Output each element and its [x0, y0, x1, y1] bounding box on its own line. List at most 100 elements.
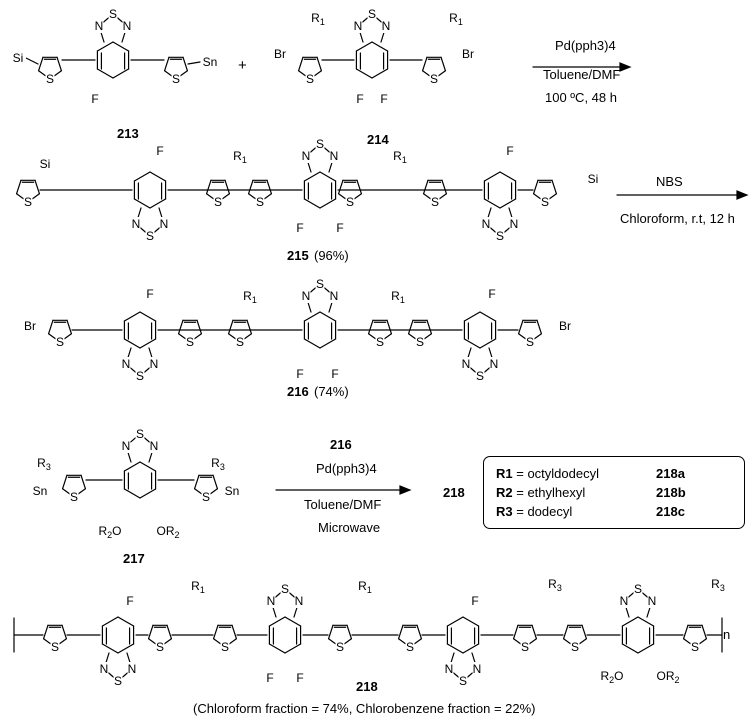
thiophene-218-b-s-atom-bg	[155, 640, 165, 654]
or2-label: OR2	[156, 524, 179, 540]
btd-216-right-s-atom: S	[476, 369, 484, 383]
thiophene-215-a-s-atom-bg	[23, 195, 33, 209]
fraction-note: (Chloroform fraction = 74%, Chlorobenzen…	[193, 701, 536, 716]
thiophene-216-b-s-atom-bg	[185, 335, 195, 349]
thiophene-218-e-s-atom-bg	[405, 640, 415, 654]
btd-215-center-s-atom-bg	[315, 137, 325, 151]
thiophene-218-b-s-atom: S	[156, 640, 164, 654]
btd-216-right-n-atom-bg	[489, 357, 499, 371]
btd-213-n-atom: N	[95, 19, 104, 33]
btd-217-s-atom-bg	[135, 427, 145, 441]
btd-218-a-n-atom-bg	[99, 662, 109, 676]
r1-label-bg	[390, 289, 406, 303]
btd-216-right	[479, 311, 497, 322]
thiophene-214-left	[297, 56, 304, 72]
btd-218-a	[117, 643, 135, 654]
btd-214-n-atom: N	[354, 19, 363, 33]
thiophene-214-right	[440, 56, 447, 72]
compound-217-label: 217	[123, 551, 145, 566]
btd-217	[123, 488, 141, 499]
f-atom-bg	[155, 144, 165, 158]
compound-213-label: 213	[117, 126, 139, 141]
thiophene-213-left-s-atom: S	[46, 72, 54, 86]
step4-solvent: Toluene/DMF	[304, 497, 382, 512]
f-atom-bg	[355, 92, 365, 106]
btd-216-center-n-atom: N	[330, 289, 339, 303]
f-atom-bg	[145, 287, 155, 301]
btd-214	[371, 68, 389, 79]
br-atom-bg	[460, 47, 476, 61]
sn-atom: Sn	[225, 484, 240, 498]
btd-215-left-n-atom: N	[160, 217, 169, 231]
si-atom: Si	[13, 51, 24, 65]
btd-216-left-n-atom-bg	[121, 357, 131, 371]
btd-216-right	[463, 338, 481, 349]
si-atom: Si	[588, 172, 599, 186]
thiophene-218-c	[231, 624, 238, 640]
f-atom: F	[266, 671, 273, 685]
btd-218-d-n-atom-bg	[619, 594, 629, 608]
sn-atom-bg	[224, 484, 240, 498]
thiophene-215-f	[532, 179, 539, 195]
thiophene-218-e	[397, 624, 404, 640]
f-atom: F	[91, 92, 98, 106]
repeat-unit-n: n	[723, 627, 731, 642]
btd-216-center-n-atom: N	[302, 289, 311, 303]
thiophene-218-c-s-atom-bg	[220, 640, 230, 654]
legend-code: 218a	[656, 466, 685, 481]
thiophene-215-b-s-atom-bg	[213, 195, 223, 209]
thiophene-217-right-s-atom: S	[202, 490, 210, 504]
thiophene-218-d	[327, 624, 334, 640]
btd-217-s-atom: S	[136, 427, 144, 441]
step2-conditions: Chloroform, r.t, 12 h	[620, 211, 735, 226]
or2-label: OR2	[656, 669, 679, 685]
btd-214-n-atom: N	[382, 19, 391, 33]
f-atom: F	[146, 287, 153, 301]
thiophene-215-e-s-atom: S	[431, 195, 439, 209]
thiophene-215-b	[205, 179, 212, 195]
r3-label-bg	[36, 456, 52, 470]
thiophene-216-f-s-atom: S	[526, 335, 534, 349]
btd-215-left	[133, 171, 151, 182]
btd-218-a-n-atom: N	[128, 662, 137, 676]
or2-label-bg	[656, 669, 680, 683]
thiophene-214-right-s-atom: S	[430, 72, 438, 86]
si-atom-bg	[585, 172, 601, 186]
arrow-step2-head	[736, 190, 749, 200]
thiophene-214-left	[316, 56, 323, 72]
btd-216-left-n-atom: N	[122, 357, 131, 371]
r1-label-bg	[242, 289, 258, 303]
btd-215-left-s-atom: S	[146, 229, 154, 243]
btd-217-n-atom: N	[122, 439, 131, 453]
btd-215-center-n-atom-bg	[329, 149, 339, 163]
thiophene-218-f-s-atom: S	[521, 640, 529, 654]
btd-218-d-n-atom: N	[648, 594, 657, 608]
arrow-step1-head	[619, 62, 632, 72]
btd-216-left	[139, 338, 157, 349]
f-atom-bg	[125, 594, 135, 608]
btd-213-n-atom-bg	[122, 19, 132, 33]
btd-218-a	[101, 643, 119, 654]
thiophene-216-d	[386, 319, 393, 335]
btd-215-left-n-atom-bg	[131, 217, 141, 231]
thiophene-216-b-s-atom: S	[186, 335, 194, 349]
thiophene-216-f	[517, 319, 524, 335]
or2-label-bg	[156, 524, 180, 538]
btd-215-center-n-atom: N	[302, 149, 311, 163]
btd-215-right-s-atom-bg	[495, 229, 505, 243]
btd-215-center	[303, 171, 321, 182]
thiophene-213-right-s-atom-bg	[171, 72, 181, 86]
thiophene-216-a-s-atom-bg	[55, 335, 65, 349]
thiophene-216-a	[47, 319, 54, 335]
btd-216-center	[303, 311, 321, 322]
step4-conditions: Microwave	[318, 520, 381, 535]
thiophene-216-b	[196, 319, 203, 335]
legend-code: 218b	[656, 485, 686, 500]
f-atom-bg	[295, 671, 305, 685]
f-atom: F	[356, 92, 363, 106]
f-atom: F	[126, 594, 133, 608]
thiophene-218-g-s-atom-bg	[570, 640, 580, 654]
thiophene-216-f-s-atom-bg	[525, 335, 535, 349]
f-atom-bg	[335, 221, 345, 235]
